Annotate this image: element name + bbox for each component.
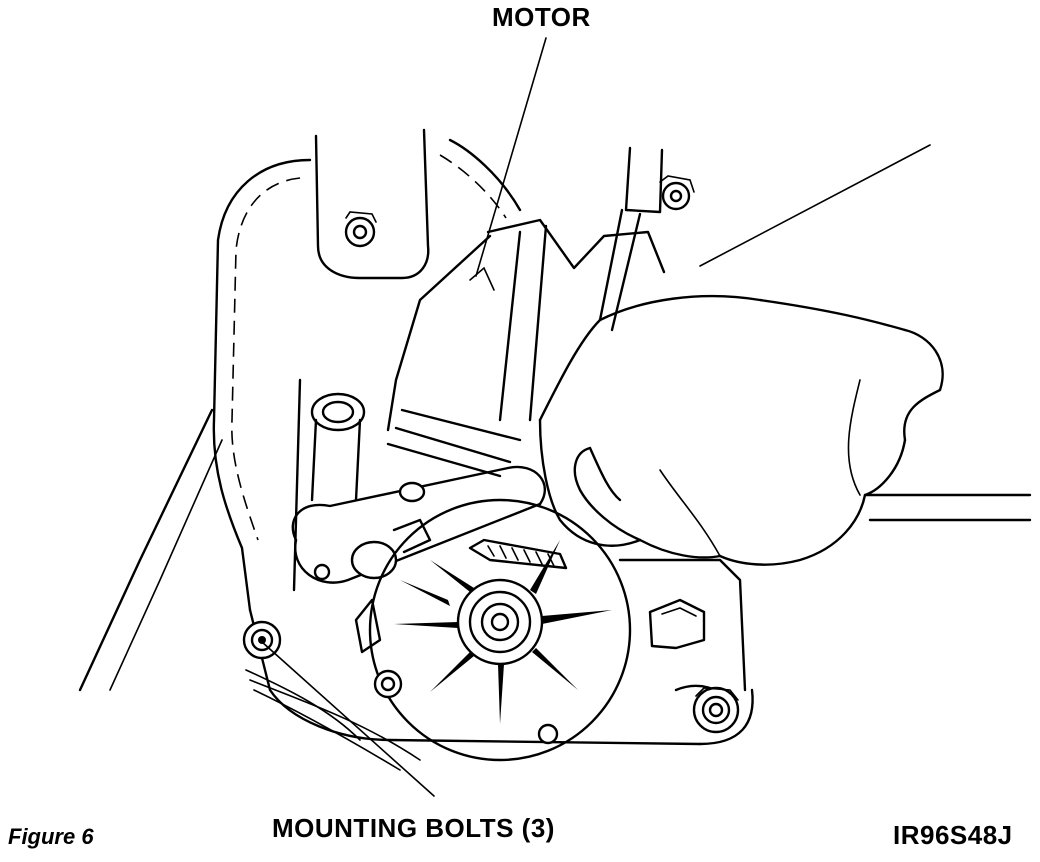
wiring-harness [245,669,421,771]
leader-lines [261,37,547,797]
technician-hand [538,144,1032,566]
motor-mounting-plate [248,558,754,746]
upper-bracket [314,128,430,280]
mounting-bolt-center [373,669,403,699]
mounting-bolt-right [692,686,740,734]
figure-id: IR96S48J [893,820,1013,850]
gear-housing [354,498,632,762]
motor-label: MOTOR [492,2,591,32]
figure-caption: Figure 6 [8,824,94,849]
motor-housing [386,218,666,478]
bolt-leader-line-left [261,641,435,797]
regulator-arm [291,378,546,592]
mounting-bolts-label: MOUNTING BOLTS (3) [272,813,555,843]
door-panel-outline [78,138,522,692]
motor-leader-line [475,37,547,277]
